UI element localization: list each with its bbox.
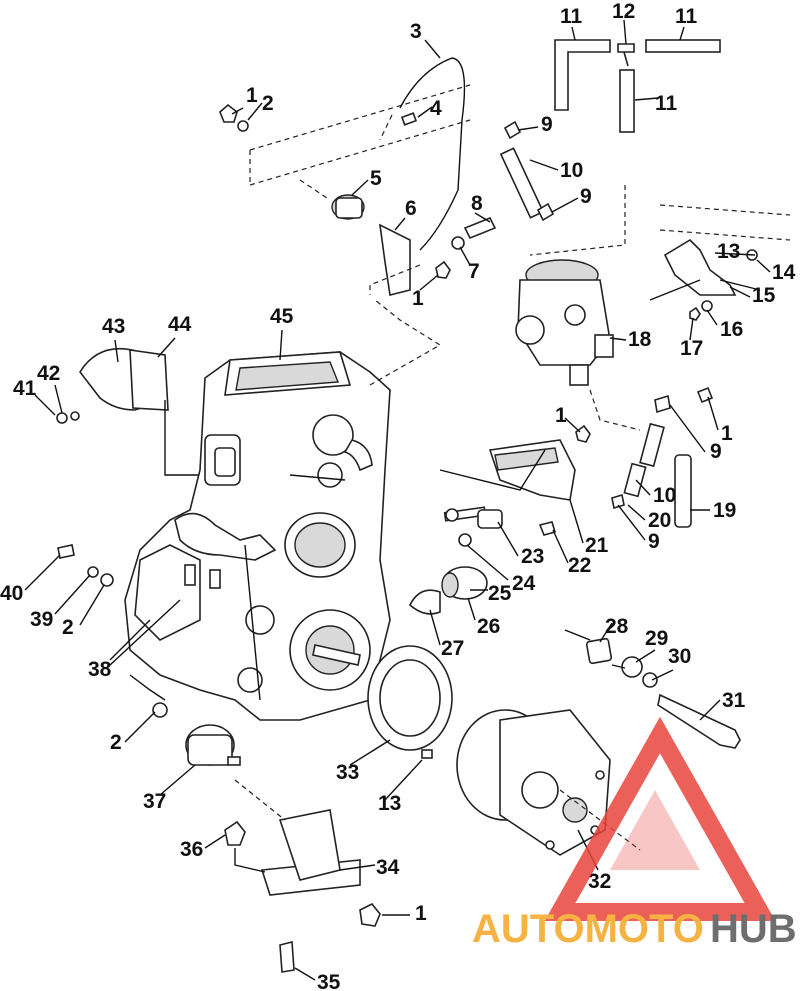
automotohub-watermark: AUTOMOTO HUB [472, 716, 797, 951]
label-1c: 1 [555, 404, 567, 427]
fuel-line-upper [499, 120, 626, 256]
label-39: 39 [30, 608, 53, 631]
label-7: 7 [468, 260, 480, 283]
label-2b: 2 [62, 616, 74, 639]
drive-clutch [456, 629, 741, 856]
label-33: 33 [336, 761, 359, 784]
label-13a: 13 [717, 240, 740, 263]
left-hardware [57, 544, 114, 587]
label-18: 18 [628, 328, 652, 351]
label-40: 40 [0, 582, 23, 605]
throttle-cable [379, 57, 466, 251]
label-16: 16 [720, 318, 743, 341]
label-45: 45 [270, 305, 294, 328]
label-12: 12 [612, 0, 635, 23]
label-1e: 1 [415, 902, 427, 925]
label-27: 27 [441, 637, 464, 660]
carb-bracket [649, 238, 761, 321]
label-10b: 10 [653, 484, 676, 507]
label-20: 20 [648, 509, 671, 532]
label-10a: 10 [560, 159, 583, 182]
label-11c: 11 [655, 92, 678, 115]
label-9a: 9 [541, 113, 553, 136]
label-5: 5 [370, 167, 382, 190]
label-22: 22 [568, 554, 591, 577]
label-32: 32 [588, 870, 611, 893]
label-28: 28 [605, 615, 629, 638]
label-34: 34 [376, 856, 400, 879]
label-24: 24 [512, 572, 536, 595]
label-37: 37 [143, 790, 166, 813]
label-19: 19 [713, 499, 736, 522]
intake-boot [56, 348, 200, 476]
label-30: 30 [668, 645, 691, 668]
watermark-text-b: HUB [710, 907, 797, 951]
label-3: 3 [410, 20, 422, 43]
fuel-line-lower [589, 386, 714, 528]
label-11b: 11 [675, 5, 698, 28]
engine-mount-bracket [409, 424, 591, 615]
label-42: 42 [37, 362, 60, 385]
label-1d: 1 [721, 422, 733, 445]
label-9c: 9 [710, 440, 722, 463]
leader-lines [24, 19, 771, 981]
label-36: 36 [180, 838, 203, 861]
label-35: 35 [317, 971, 341, 991]
engine-block [124, 299, 442, 721]
label-1a: 1 [246, 84, 258, 107]
label-9b: 9 [580, 185, 592, 208]
frame-rail [249, 84, 791, 241]
label-8: 8 [471, 192, 483, 215]
carburetor [515, 259, 614, 386]
label-38: 38 [88, 658, 112, 681]
engine-mount [129, 674, 381, 973]
label-4: 4 [430, 97, 442, 120]
upper-hardware [219, 103, 497, 296]
label-17: 17 [680, 337, 703, 360]
label-31: 31 [722, 689, 746, 712]
watermark-triangle-icon [544, 716, 776, 921]
label-43: 43 [102, 315, 125, 338]
label-44: 44 [168, 313, 192, 336]
vent-lines [554, 39, 721, 133]
label-26: 26 [477, 615, 500, 638]
label-21: 21 [585, 534, 609, 557]
label-9d: 9 [648, 530, 660, 553]
label-2a: 2 [262, 92, 274, 115]
label-15: 15 [752, 284, 776, 307]
label-14: 14 [772, 261, 796, 284]
label-11a: 11 [560, 5, 583, 28]
label-41: 41 [13, 377, 37, 400]
watermark-text-a: AUTOMOTO [472, 907, 704, 951]
label-1b: 1 [412, 287, 424, 310]
label-6: 6 [405, 197, 417, 220]
clutch-cover-gasket [367, 645, 453, 759]
label-25: 25 [488, 582, 512, 605]
label-23: 23 [521, 545, 544, 568]
label-2c: 2 [110, 731, 122, 754]
label-29: 29 [645, 627, 668, 650]
label-13b: 13 [378, 792, 401, 815]
